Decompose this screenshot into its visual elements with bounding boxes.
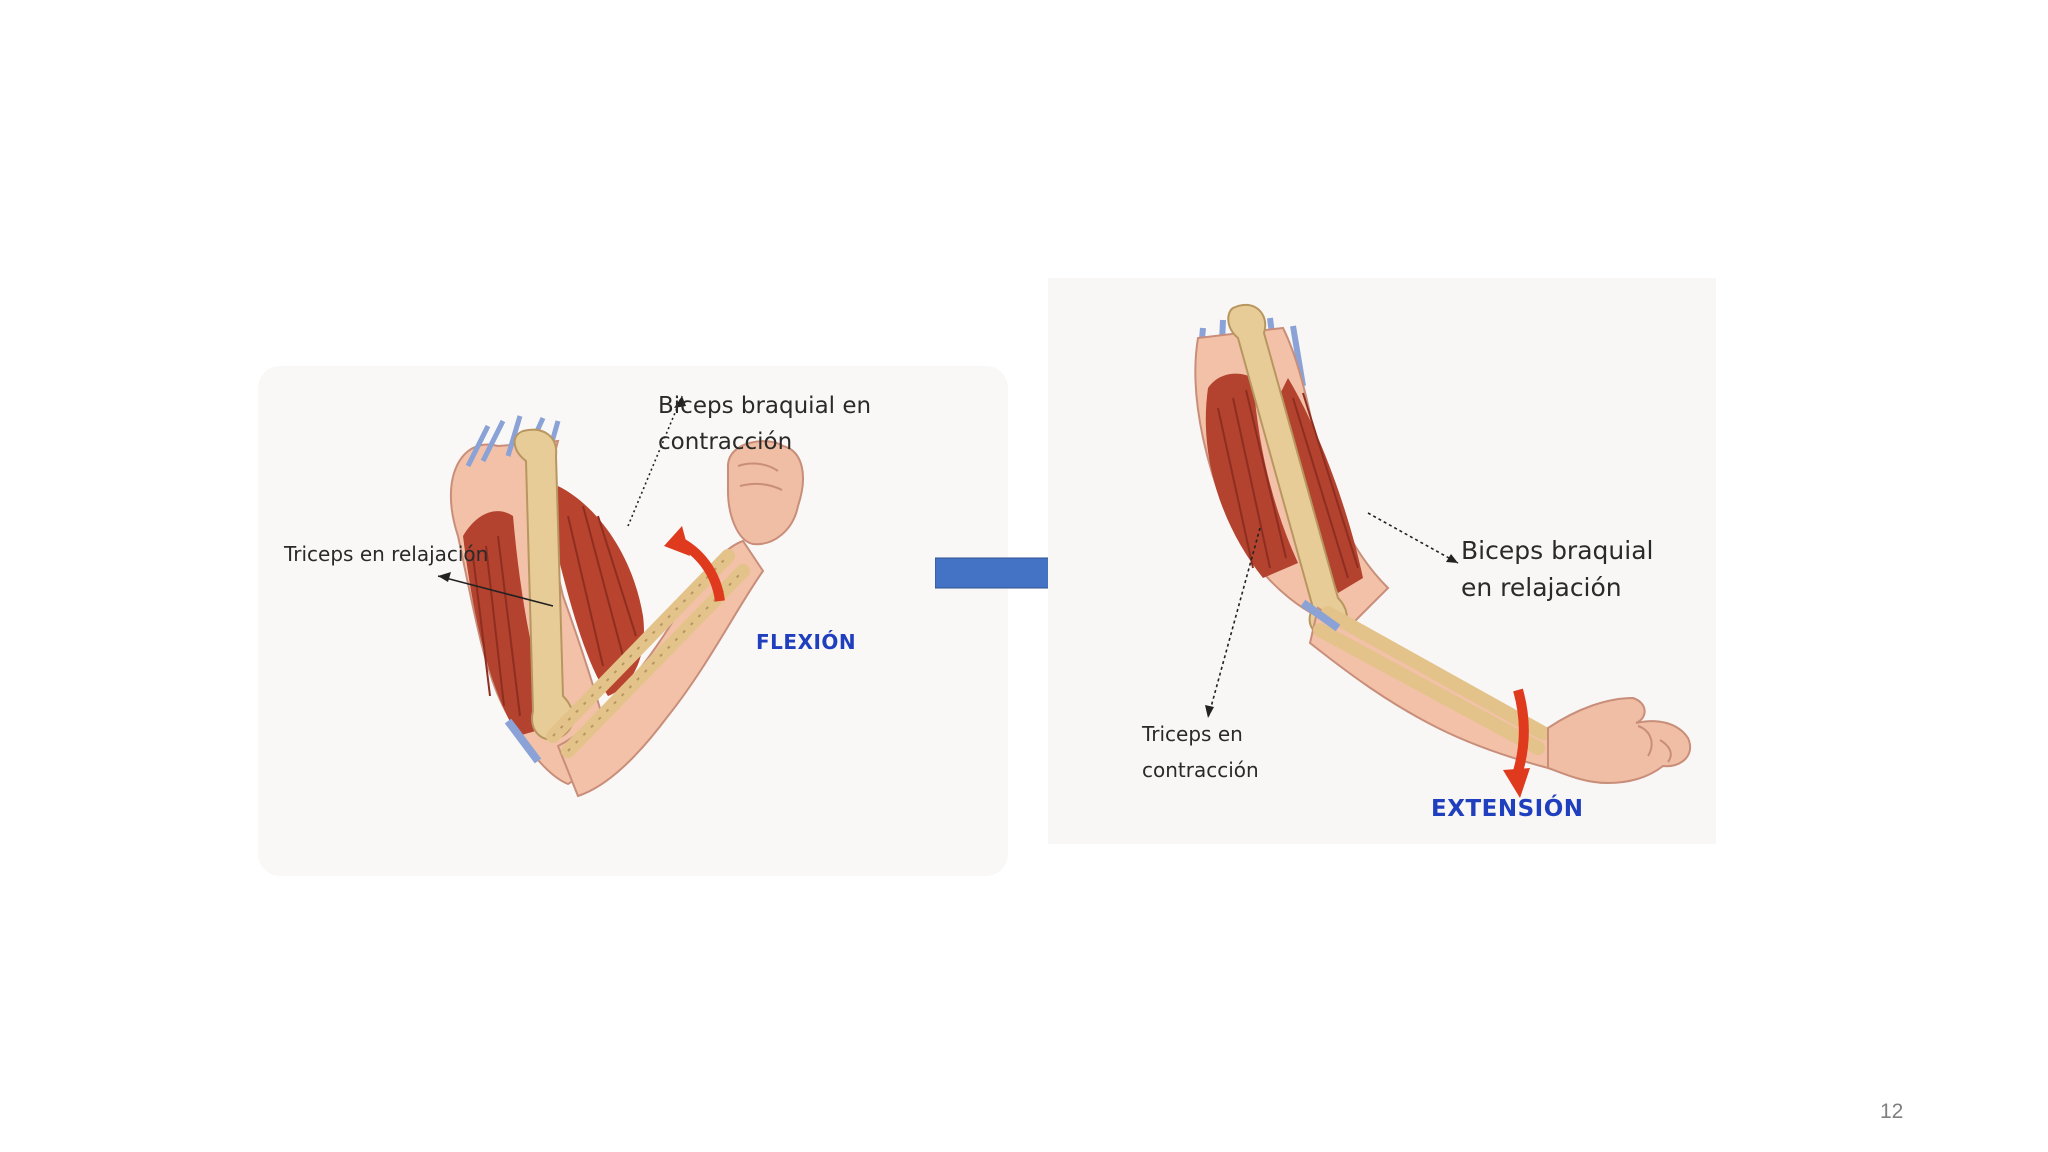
biceps-pointer: [1367, 512, 1459, 564]
extension-illustration: Biceps braquial en relajación Triceps en…: [1048, 278, 1716, 844]
flexed-arm-drawing: [437, 395, 804, 798]
triceps-contraction-label: Triceps en contracción: [1142, 722, 1259, 782]
fist: [727, 440, 804, 546]
biceps-relaxation-label: Biceps braquial en relajación: [1461, 536, 1654, 602]
triceps-muscle: [1205, 373, 1298, 578]
flexion-label: FLEXIÓN: [756, 630, 857, 654]
forearm-bones: [1313, 606, 1550, 755]
flexion-illustration: Biceps braquial en contracción Triceps e…: [258, 366, 1008, 876]
extended-arm-drawing: [1194, 303, 1691, 798]
biceps-pointer: [627, 395, 683, 527]
triceps-pointer: [1207, 527, 1261, 719]
hand: [1547, 696, 1691, 785]
shoulder-tendons: [465, 415, 561, 468]
page-number: 12: [1880, 1100, 1904, 1123]
triceps-pointer: [437, 575, 554, 607]
extension-label: EXTENSIÓN: [1431, 796, 1584, 822]
triceps-relaxation-label: Triceps en relajación: [284, 542, 489, 566]
biceps-contraction-label: Biceps braquial en contracción: [658, 393, 872, 455]
biceps-muscle: [558, 486, 644, 696]
